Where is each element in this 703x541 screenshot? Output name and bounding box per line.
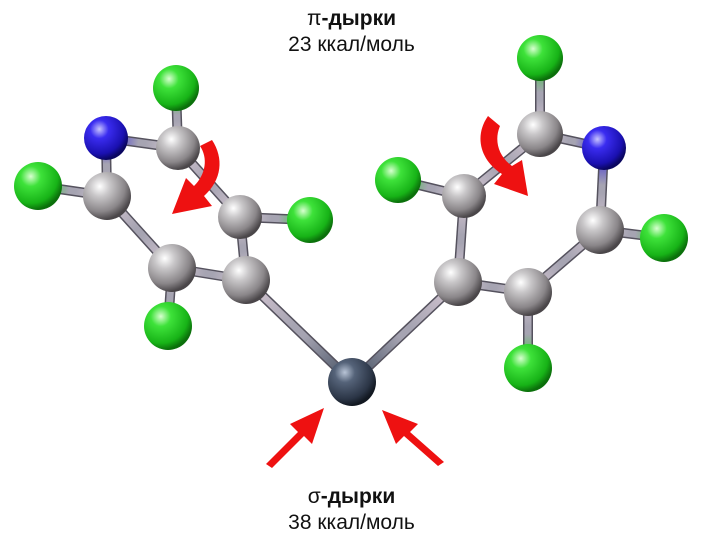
atom-lc1 (222, 256, 270, 304)
atom-rcl3 (640, 214, 688, 262)
sigma-hole-arrow-right (382, 410, 444, 466)
atom-rcl4 (504, 344, 552, 392)
atom-rcl2 (517, 35, 563, 81)
pi-hole-title: π-дырки (0, 6, 703, 32)
atom-lc2 (218, 195, 262, 239)
atom-lcl2 (153, 65, 199, 111)
atom-lc3 (156, 126, 200, 170)
atom-rcl1 (375, 157, 421, 203)
pi-hole-energy: 23 ккал/моль (288, 33, 415, 56)
sigma-hole-arrow-left (266, 408, 324, 468)
sigma-symbol: σ (307, 485, 321, 508)
sigma-hole-word: -дырки (320, 485, 396, 508)
pi-hole-label: π-дырки 23 ккал/моль (0, 6, 703, 58)
atom-lc4 (83, 172, 131, 220)
sigma-hole-label: σ-дырки 38 ккал/моль (0, 484, 703, 536)
atom-rc4 (576, 206, 624, 254)
bond-m-lc1 (243, 277, 355, 385)
atom-lcl4 (144, 302, 192, 350)
sigma-hole-title: σ-дырки (0, 484, 703, 510)
atom-rc2 (442, 174, 486, 218)
bonds-layer (37, 58, 665, 386)
arrows-layer (172, 116, 528, 468)
sigma-hole-energy: 38 ккал/моль (288, 511, 415, 534)
atom-rc5 (504, 268, 552, 316)
pi-hole-arrow-left (172, 140, 220, 214)
atom-m (328, 358, 376, 406)
atom-rn (582, 126, 626, 170)
atom-lcl3 (14, 162, 62, 210)
atom-ln (84, 116, 128, 160)
pi-hole-word: -дырки (321, 7, 396, 30)
pi-hole-arrow-right (480, 116, 528, 196)
bond-m-rc1 (349, 279, 461, 385)
atom-rc1 (434, 258, 482, 306)
atom-lc5 (148, 244, 196, 292)
atoms-layer (14, 35, 688, 406)
atom-rc3 (517, 111, 563, 157)
pi-symbol: π (306, 7, 322, 30)
atom-lcl1 (287, 197, 333, 243)
